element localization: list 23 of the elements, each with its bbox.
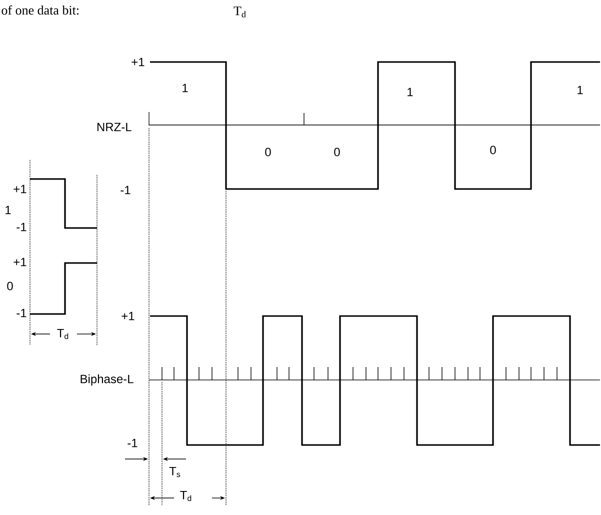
label: 0	[7, 282, 13, 290]
label: +1	[122, 312, 134, 320]
label: +1	[14, 258, 26, 266]
label: 1	[182, 84, 188, 92]
label: NRZ-L	[97, 122, 132, 132]
label: 0	[265, 148, 271, 156]
label: -1	[128, 438, 138, 448]
label: 1	[6, 206, 11, 214]
label: +1	[132, 58, 144, 66]
label: T$_{d}$	[234, 6, 246, 18]
label: of one data bit:	[2, 5, 78, 15]
label: -1	[16, 308, 26, 318]
label: 1	[578, 86, 583, 94]
label: T$_{d}$	[57, 328, 68, 340]
label: Biphase-L	[80, 374, 134, 386]
label: -1	[120, 186, 130, 194]
label: T$_{s}$	[169, 466, 180, 478]
label: 0	[334, 148, 340, 156]
label: +1	[14, 184, 26, 194]
label: 0	[490, 146, 496, 154]
label: T$_{d}$	[180, 490, 192, 502]
label: 1	[408, 88, 413, 96]
label: -1	[16, 222, 26, 232]
